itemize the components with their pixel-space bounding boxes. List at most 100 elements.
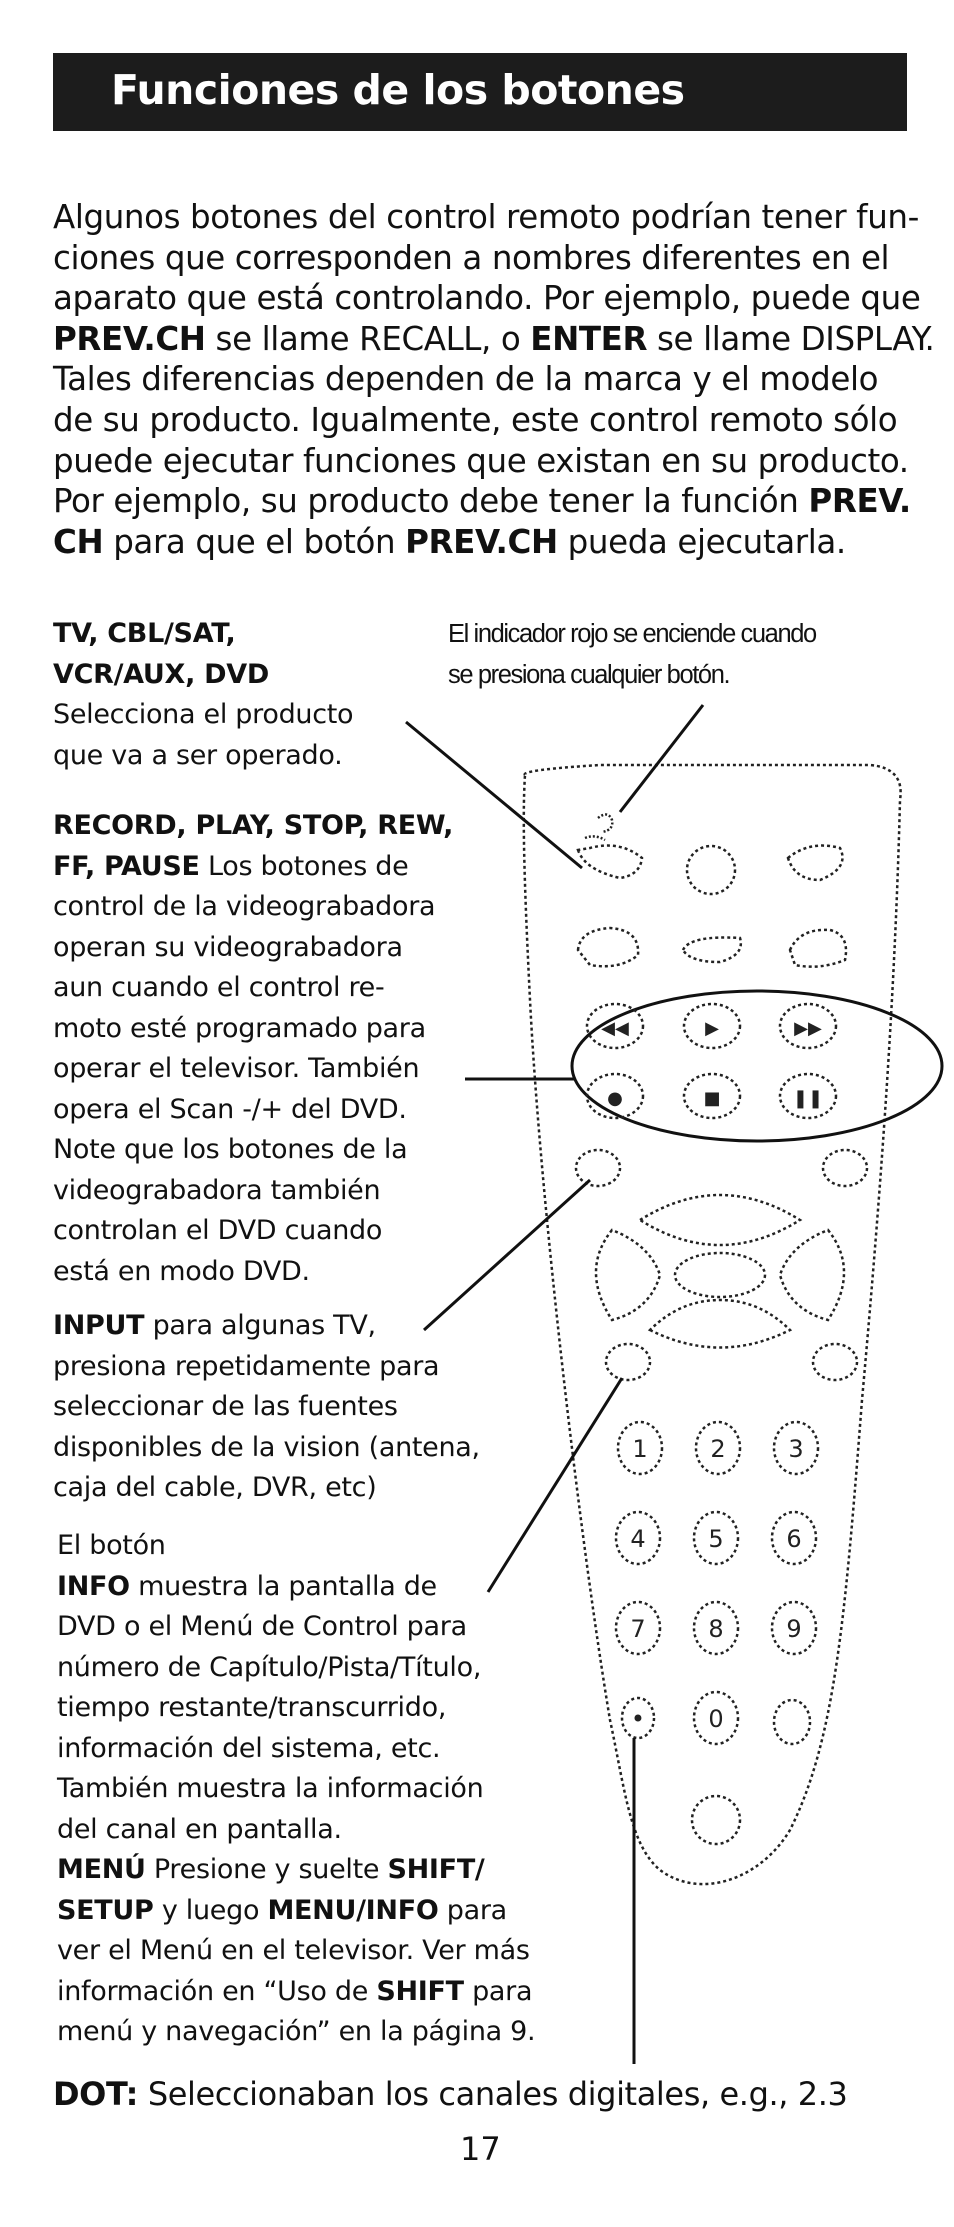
info-note-line: DVD o el Menú de Control para bbox=[57, 1611, 467, 1642]
rewind-icon: ◀◀ bbox=[601, 1018, 629, 1039]
input-note-text: para algunas TV, bbox=[144, 1310, 377, 1341]
bold-term: CH bbox=[53, 522, 104, 561]
vcr-controls-note: RECORD, PLAY, STOP, REW, FF, PAUSE Los b… bbox=[53, 806, 453, 1292]
vcr-controls-line: operan su videograbadora bbox=[53, 931, 403, 963]
intro-text: Por ejemplo, su producto debe tener la f… bbox=[53, 482, 809, 521]
vcr-controls-line: moto esté programado para bbox=[53, 1012, 426, 1044]
info-note-text: Presione y suelte bbox=[145, 1854, 388, 1885]
vcr-controls-text: Los botones de bbox=[199, 850, 409, 882]
input-button bbox=[574, 1148, 622, 1188]
info-note-line: información en “Uso de SHIFT para bbox=[57, 1972, 535, 2013]
input-note-line: INPUT para algunas TV, bbox=[53, 1306, 480, 1347]
bold-term: SETUP bbox=[57, 1894, 154, 1926]
keypad-5-button: 5 bbox=[692, 1510, 740, 1566]
bold-term: SHIFT/ bbox=[387, 1854, 485, 1885]
pause-icon: ❚❚ bbox=[793, 1088, 823, 1109]
dot-title: DOT: bbox=[53, 2075, 139, 2113]
info-note-line: MENÚ Presione y suelte SHIFT/ bbox=[57, 1850, 535, 1891]
play-icon: ▶ bbox=[705, 1018, 719, 1039]
intro-paragraph: Algunos botones del control remoto podrí… bbox=[53, 197, 935, 563]
play-button: ▶ bbox=[682, 1002, 742, 1050]
nav-up-button bbox=[637, 1193, 803, 1247]
input-title: INPUT bbox=[53, 1310, 145, 1341]
fast-forward-button: ▶▶ bbox=[778, 1002, 838, 1050]
fast-forward-icon: ▶▶ bbox=[794, 1018, 822, 1039]
bold-term: PREV.CH bbox=[53, 319, 206, 358]
keypad-8-button: 8 bbox=[692, 1600, 740, 1656]
indicator-note-line: El indicador rojo se enciende cuando bbox=[448, 620, 817, 648]
device-select-desc: Selecciona el producto bbox=[53, 699, 354, 730]
nav-left-button bbox=[594, 1228, 662, 1322]
intro-text: se llame RECALL, o bbox=[205, 319, 531, 358]
brand-logo bbox=[690, 1794, 742, 1846]
keypad-digit: 8 bbox=[708, 1615, 723, 1643]
leader-line-device-select bbox=[405, 720, 583, 870]
keypad-0-button: 0 bbox=[692, 1690, 740, 1746]
input-note-line: disponibles de la vision (antena, bbox=[53, 1431, 480, 1463]
nav-right-button bbox=[778, 1228, 846, 1322]
dvd-button bbox=[788, 928, 848, 968]
keypad-9-button: 9 bbox=[770, 1600, 818, 1656]
vcr-controls-line: opera el Scan -/+ del DVD. bbox=[53, 1093, 407, 1125]
device-select-title: TV, CBL/SAT, bbox=[53, 618, 236, 649]
intro-line: Tales diferencias dependen de la marca y… bbox=[53, 360, 879, 399]
vcr-controls-line: aun cuando el control re- bbox=[53, 972, 385, 1003]
bold-term: SHIFT bbox=[376, 1975, 464, 2007]
bold-term: MENU/INFO bbox=[267, 1894, 439, 1926]
info-note-line: INFO muestra la pantalla de bbox=[57, 1567, 535, 1608]
input-note-line: seleccionar de las fuentes bbox=[53, 1391, 398, 1422]
keypad-7-button: 7 bbox=[614, 1600, 662, 1656]
record-button: ● bbox=[585, 1072, 645, 1120]
vcr-controls-highlight bbox=[570, 989, 944, 1143]
vcr-controls-line: operar el televisor. También bbox=[53, 1053, 420, 1084]
info-note-line: SETUP y luego MENU/INFO para bbox=[57, 1891, 535, 1932]
prev-ch-button bbox=[772, 1698, 812, 1746]
info-note-line: ver el Menú en el televisor. Ver más bbox=[57, 1935, 530, 1966]
intro-line: ciones que corresponden a nombres difere… bbox=[53, 238, 890, 277]
nav-down-button bbox=[647, 1298, 793, 1349]
info-note-line: información del sistema, etc. bbox=[57, 1732, 441, 1764]
intro-text: se llame DISPLAY. bbox=[647, 319, 935, 358]
input-note-line: presiona repetidamente para bbox=[53, 1350, 440, 1382]
device-select-note: TV, CBL/SAT, VCR/AUX, DVD Selecciona el … bbox=[53, 614, 354, 776]
input-top-button bbox=[681, 936, 743, 964]
keypad-digit: 9 bbox=[786, 1615, 801, 1643]
indicator-light-icon bbox=[584, 813, 614, 842]
info-note-line: menú y navegación” en la página 9. bbox=[57, 2016, 536, 2047]
bold-term: PREV. bbox=[808, 482, 911, 521]
info-note-text: y luego bbox=[153, 1894, 268, 1926]
section-header-bar: Funciones de los botones bbox=[53, 53, 907, 131]
intro-line: de su producto. Igualmente, este control… bbox=[53, 400, 898, 439]
keypad-1-button: 1 bbox=[616, 1420, 664, 1476]
device-select-desc: que va a ser operado. bbox=[53, 739, 343, 771]
keypad-digit: 0 bbox=[708, 1705, 723, 1733]
tv-button bbox=[576, 844, 644, 880]
info-note-text: para bbox=[463, 1975, 533, 2007]
vcr-controls-line: FF, PAUSE Los botones de bbox=[53, 847, 453, 888]
keypad-digit: 3 bbox=[788, 1435, 803, 1463]
dot-note: DOT: Seleccionaban los canales digitales… bbox=[53, 2075, 848, 2113]
indicator-note: El indicador rojo se enciende cuando se … bbox=[448, 614, 817, 696]
info-note-line: del canal en pantalla. bbox=[57, 1813, 342, 1845]
vcr-controls-line: control de la videograbadora bbox=[53, 891, 436, 922]
intro-text: para que el botón bbox=[103, 522, 406, 561]
section-title: Funciones de los botones bbox=[111, 66, 685, 114]
keypad-digit: 2 bbox=[710, 1435, 725, 1463]
cbl-sat-button bbox=[786, 844, 844, 882]
intro-line: CH para que el botón PREV.CH pueda ejecu… bbox=[53, 522, 919, 563]
menu-title: MENÚ bbox=[57, 1854, 146, 1885]
bold-term: PREV.CH bbox=[405, 522, 558, 561]
intro-line: aparato que está controlando. Por ejempl… bbox=[53, 279, 921, 318]
keypad-digit: 5 bbox=[708, 1525, 723, 1553]
keypad-2-button: 2 bbox=[694, 1420, 742, 1476]
info-note-text: para bbox=[438, 1894, 507, 1926]
info-note-text: información en “Uso de bbox=[57, 1975, 377, 2007]
vcr-controls-line: Note que los botones de la bbox=[53, 1134, 408, 1165]
keypad-4-button: 4 bbox=[614, 1510, 662, 1566]
vcr-controls-line: controlan el DVD cuando bbox=[53, 1215, 383, 1246]
info-note-text: muestra la pantalla de bbox=[129, 1570, 437, 1602]
input-note: INPUT para algunas TV, presiona repetida… bbox=[53, 1306, 480, 1509]
shift-button bbox=[685, 844, 737, 896]
vcr-controls-title: RECORD, PLAY, STOP, REW, bbox=[53, 810, 454, 841]
